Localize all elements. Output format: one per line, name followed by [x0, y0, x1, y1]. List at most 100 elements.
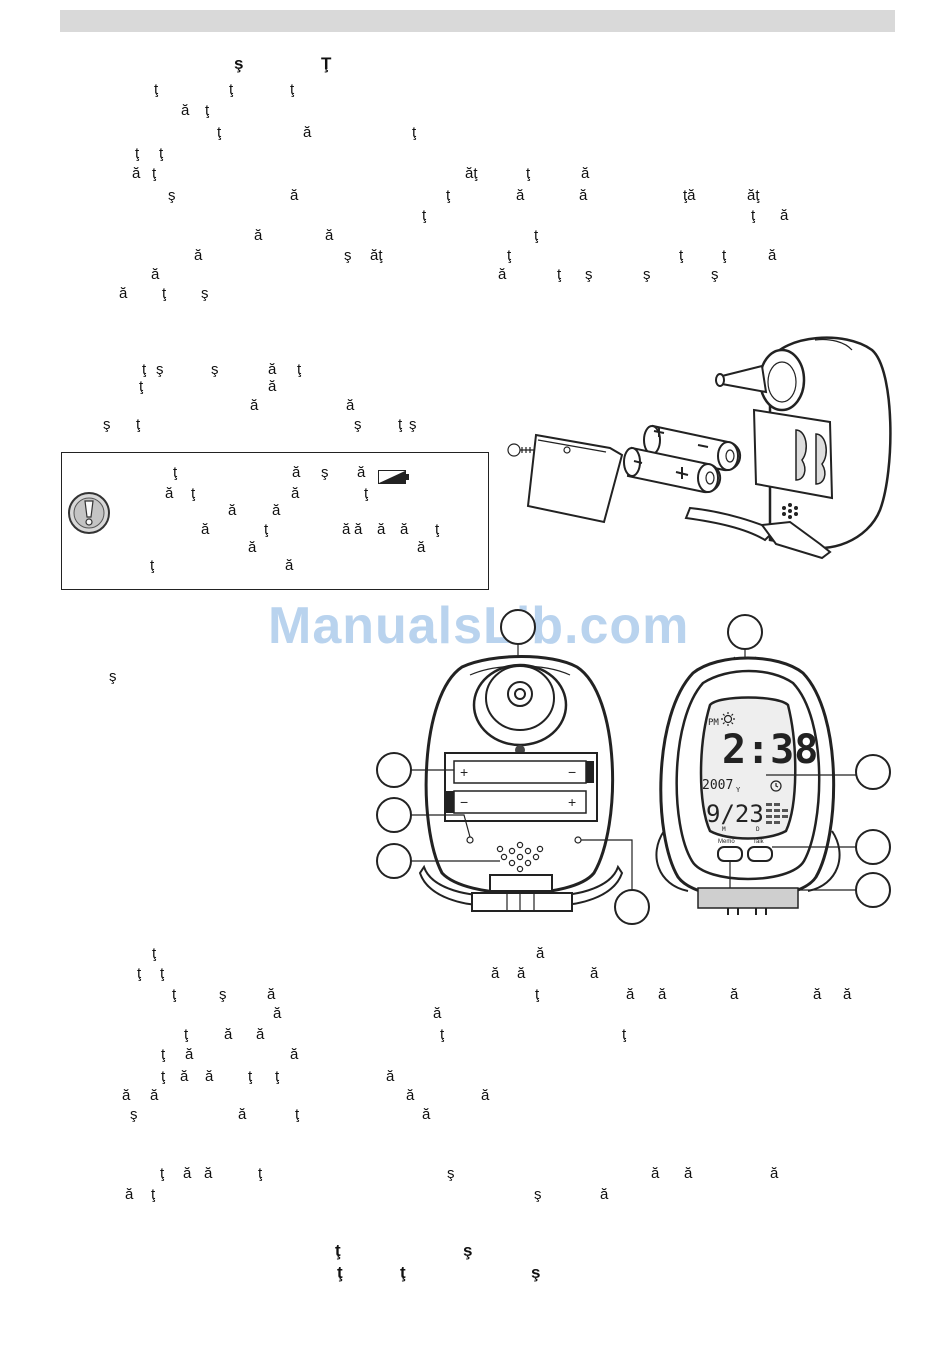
text-fragment: ţ [264, 521, 269, 538]
text-fragment: ă [291, 485, 300, 502]
text-fragment: ţ [160, 1165, 165, 1182]
memo-button[interactable] [717, 846, 743, 862]
text-fragment: ă [422, 1106, 431, 1123]
text-fragment: ă [386, 1068, 395, 1085]
heading-fragment: ş [234, 54, 244, 73]
text-fragment: ă [498, 266, 507, 283]
memo-label: Memo [718, 839, 735, 845]
text-fragment: ă [590, 965, 599, 982]
text-fragment: ţ [161, 1068, 166, 1085]
text-fragment: ă [651, 1165, 660, 1182]
text-fragment: ă [481, 1087, 490, 1104]
text-fragment: ş [354, 416, 362, 433]
month-indicator: M [722, 826, 726, 833]
text-fragment: ă [268, 378, 277, 395]
text-fragment: ă [250, 397, 259, 414]
text-fragment: ş [219, 986, 227, 1003]
text-fragment: ş [711, 266, 719, 283]
footer-fragment: ţ [335, 1241, 341, 1260]
text-fragment: ţ [364, 485, 369, 502]
heading-fragment: Ţ [321, 54, 332, 73]
text-fragment: ţ [248, 1068, 253, 1085]
text-fragment: ă [125, 1186, 134, 1203]
callout-circle [855, 829, 891, 865]
year-display: 2007 [702, 778, 733, 793]
footer-fragment: ţ [337, 1263, 343, 1282]
battery-minus-label: − [460, 794, 468, 810]
text-fragment: ţ [398, 416, 403, 433]
callout-circle [855, 872, 891, 908]
text-fragment: ş [409, 416, 417, 433]
text-fragment: ă [238, 1106, 247, 1123]
text-fragment: ţ [172, 986, 177, 1003]
watermark: ManualsLib.com [268, 597, 690, 655]
text-fragment: ă [273, 1005, 282, 1022]
text-fragment: ţ [142, 361, 147, 378]
text-fragment: ţ [161, 1046, 166, 1063]
callout-circle [855, 754, 891, 790]
text-fragment: ţ [217, 124, 222, 141]
text-fragment: ă [254, 227, 263, 244]
text-fragment: ă [354, 521, 363, 538]
text-fragment: ă [268, 361, 277, 378]
text-fragment: ă [180, 1068, 189, 1085]
text-fragment: ţ [184, 1026, 189, 1043]
text-fragment: ă [224, 1026, 233, 1043]
text-fragment: ă [122, 1087, 131, 1104]
time-display: 2:38 [722, 727, 818, 773]
text-fragment: ă [205, 1068, 214, 1085]
warning-note-box [61, 452, 489, 590]
text-fragment: ă [150, 1087, 159, 1104]
text-fragment: ă [228, 502, 237, 519]
text-fragment: ţ [137, 965, 142, 982]
text-fragment: ă [285, 557, 294, 574]
text-fragment: ă [780, 207, 789, 224]
text-fragment: ă [730, 986, 739, 1003]
low-battery-icon [378, 470, 409, 484]
text-fragment: ş [643, 266, 651, 283]
battery-install-illustration [507, 336, 892, 560]
text-fragment: ă [768, 247, 777, 264]
text-fragment: ă [684, 1165, 693, 1182]
screw-icon [507, 443, 536, 457]
callout-circle [376, 752, 412, 788]
talk-button[interactable] [747, 846, 773, 862]
text-fragment: ţ [191, 485, 196, 502]
text-fragment: ă [292, 464, 301, 481]
header-bar [60, 10, 895, 32]
battery-minus-label: − [568, 764, 576, 780]
text-fragment: ă [357, 464, 366, 481]
text-fragment: ţ [446, 187, 451, 204]
text-fragment: ăţ [370, 247, 383, 264]
text-fragment: ă [151, 266, 160, 283]
text-fragment: ă [433, 1005, 442, 1022]
text-fragment: ţ [440, 1026, 445, 1043]
text-fragment: ţ [152, 165, 157, 182]
text-fragment: ă [417, 539, 426, 556]
text-fragment: ş [103, 416, 111, 433]
text-fragment: ă [579, 187, 588, 204]
text-fragment: ă [400, 521, 409, 538]
text-fragment: ăţ [465, 165, 478, 182]
talk-label: Talk [753, 839, 765, 845]
text-fragment: ţ [507, 247, 512, 264]
text-fragment: ţ [205, 102, 210, 119]
callout-circle [376, 797, 412, 833]
text-fragment: ţ [160, 965, 165, 982]
text-fragment: ă [325, 227, 334, 244]
text-fragment: ă [346, 397, 355, 414]
text-fragment: ţ [412, 124, 417, 141]
text-fragment: ă [600, 1186, 609, 1203]
text-fragment: ţ [136, 416, 141, 433]
text-fragment: ă [204, 1165, 213, 1182]
callout-circle [727, 614, 763, 650]
footer-fragment: ş [531, 1263, 541, 1282]
text-fragment: ă [516, 187, 525, 204]
callout-circle [614, 889, 650, 925]
text-fragment: ş [321, 464, 329, 481]
diagram-label: ş [109, 668, 117, 685]
text-fragment: ă [201, 521, 210, 538]
volume-bars-icon [766, 803, 788, 824]
text-fragment: ş [130, 1106, 138, 1123]
text-fragment: ţ [722, 247, 727, 264]
